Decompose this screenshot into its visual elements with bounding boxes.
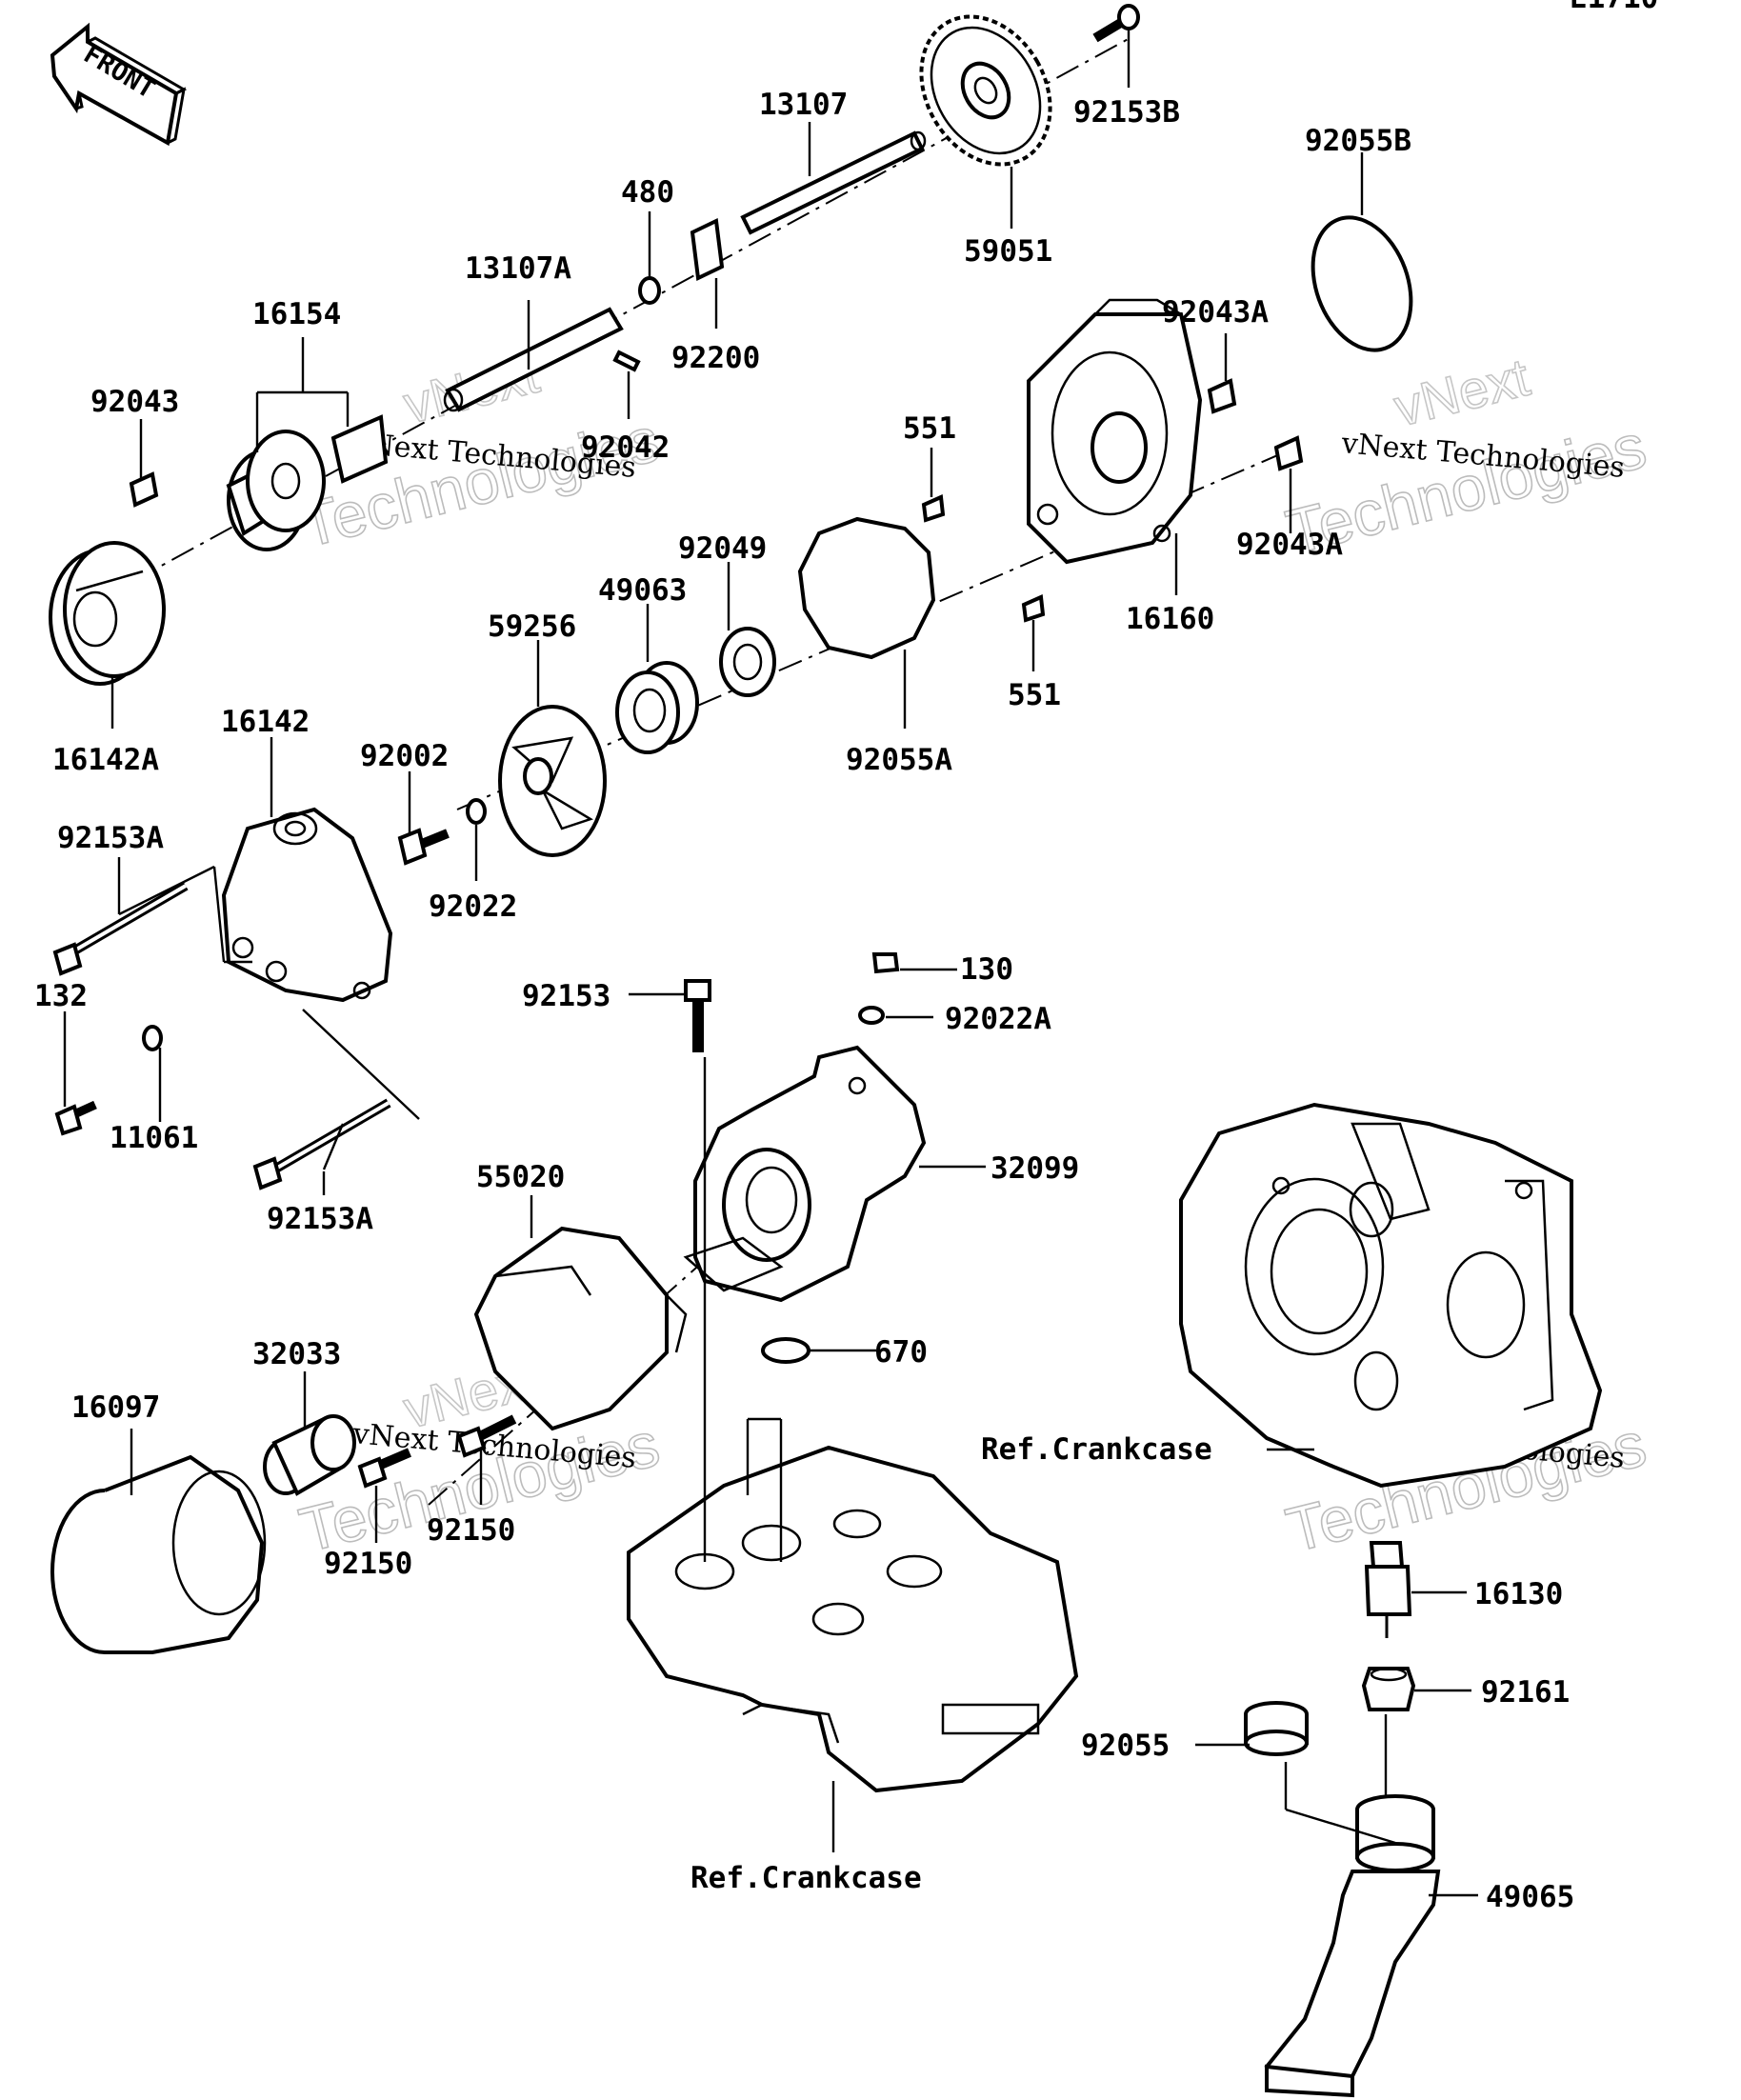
- part-label-92022: 92022: [429, 890, 517, 924]
- part-label-92055A: 92055A: [846, 743, 952, 777]
- part-label-49065: 49065: [1486, 1880, 1574, 1914]
- pin-551-lower-part: [1021, 594, 1046, 623]
- part-label-92153A-upper: 92153A: [57, 821, 164, 855]
- part-label-59051: 59051: [964, 234, 1052, 269]
- part-label-130: 130: [960, 952, 1013, 987]
- bolt-92002-part: [397, 828, 450, 866]
- o-ring-92055B-part: [1311, 215, 1413, 352]
- plate-92200-part: [690, 217, 725, 282]
- bolt-92153-part: [684, 979, 711, 1052]
- part-label-92055B: 92055B: [1305, 124, 1411, 158]
- part-label-13107: 13107: [759, 88, 848, 122]
- shaft-13107A-part: [443, 307, 624, 412]
- part-label-670: 670: [874, 1335, 928, 1370]
- part-label-16130: 16130: [1474, 1577, 1563, 1611]
- bolt-92150-right-part: [456, 1414, 517, 1458]
- strainer-32033-part: [263, 1414, 356, 1496]
- dowel-92043A-upper-part: [1207, 378, 1237, 414]
- reference-label-crankcase-upper: Ref.Crankcase: [981, 1432, 1212, 1467]
- bolt-92153A-lower-part: [252, 1098, 391, 1190]
- bolt-92150-left-part: [357, 1448, 411, 1489]
- part-label-92161: 92161: [1481, 1675, 1570, 1710]
- pin-551-upper-part: [921, 494, 946, 523]
- diagram-code: E1710: [1570, 0, 1658, 15]
- part-label-16097: 16097: [71, 1390, 160, 1425]
- part-label-16160: 16160: [1126, 602, 1214, 636]
- svg-text:vNext: vNext: [1389, 347, 1536, 438]
- part-label-92055: 92055: [1081, 1729, 1170, 1763]
- shaft-13107-part: [740, 130, 927, 235]
- part-label-13107A: 13107A: [465, 251, 571, 286]
- part-label-480: 480: [621, 175, 674, 210]
- part-label-16142: 16142: [221, 705, 310, 739]
- part-label-92043: 92043: [90, 385, 179, 419]
- bolt-132-part: [54, 1100, 97, 1136]
- pin-92043-part: [129, 471, 159, 508]
- part-label-551-upper: 551: [903, 411, 956, 446]
- impeller-59256-part: [498, 705, 607, 857]
- leader-lines: [63, 29, 1478, 1897]
- part-label-92200: 92200: [671, 341, 760, 375]
- part-label-92049: 92049: [678, 531, 767, 566]
- nut-92161-part: [1361, 1667, 1416, 1711]
- part-label-92153A-lower: 92153A: [267, 1202, 373, 1236]
- gear-59051-part: [919, 14, 1052, 167]
- part-label-132: 132: [34, 979, 88, 1013]
- part-label-49063: 49063: [598, 573, 687, 608]
- washer-92022A-part: [858, 1006, 885, 1025]
- switch-16130-part: [1364, 1541, 1412, 1638]
- pin-92042-part: [612, 350, 641, 372]
- seal-92055-part: [1244, 1701, 1309, 1756]
- gasket-92055A-part: [797, 516, 936, 660]
- seal-49063-part: [615, 661, 699, 754]
- washer-11061-part: [142, 1025, 163, 1051]
- crankcase-upper-part: [1179, 1102, 1603, 1489]
- oil-filter-16097-part: [50, 1454, 267, 1654]
- part-label-32033: 32033: [252, 1337, 341, 1371]
- pump-body-16142-part: [221, 807, 393, 1003]
- bolt-92153B-part: [1092, 4, 1140, 43]
- seal-92049-part: [719, 627, 776, 697]
- part-label-92022A: 92022A: [945, 1002, 1051, 1036]
- part-label-55020: 55020: [476, 1160, 565, 1194]
- bolt-92153A-upper-part: [52, 881, 189, 976]
- rotor-16154-part: [226, 414, 389, 551]
- crankcase-lower-part: [627, 1445, 1079, 1793]
- part-label-92042: 92042: [581, 430, 670, 465]
- pump-housing-16160-part: [1027, 298, 1203, 565]
- part-label-92150-right: 92150: [427, 1513, 515, 1548]
- part-label-92043A-lower: 92043A: [1236, 528, 1343, 562]
- part-label-16154: 16154: [252, 297, 341, 331]
- reference-label-crankcase-lower: Ref.Crankcase: [690, 1861, 922, 1895]
- part-label-59256: 59256: [488, 610, 576, 644]
- part-label-551-lower: 551: [1008, 678, 1061, 712]
- strainer-55020-part: [473, 1226, 688, 1431]
- circlip-480-part: [638, 276, 661, 305]
- part-label-92002: 92002: [360, 739, 449, 773]
- oil-pump-32099-part: [683, 1045, 927, 1303]
- part-label-92153: 92153: [522, 979, 610, 1013]
- part-label-11061: 11061: [110, 1121, 198, 1155]
- part-label-92150-left: 92150: [324, 1547, 412, 1581]
- washer-92022-part: [466, 798, 487, 825]
- front-arrow-icon: FRONT: [50, 22, 188, 147]
- part-label-16142A: 16142A: [52, 743, 159, 777]
- pipe-49065-part: [1264, 1794, 1441, 2098]
- part-labels: 92153B 13107 480 59051 92055B 13107A 922…: [34, 88, 1574, 1914]
- part-label-92043A-upper: 92043A: [1162, 295, 1269, 330]
- bolt-130-part: [871, 952, 900, 974]
- pump-cover-16142A-part: [49, 541, 166, 686]
- dowel-92043A-lower-part: [1273, 435, 1304, 471]
- part-label-32099: 32099: [991, 1151, 1079, 1186]
- part-label-92153B: 92153B: [1073, 95, 1180, 130]
- o-ring-670-part: [761, 1337, 810, 1364]
